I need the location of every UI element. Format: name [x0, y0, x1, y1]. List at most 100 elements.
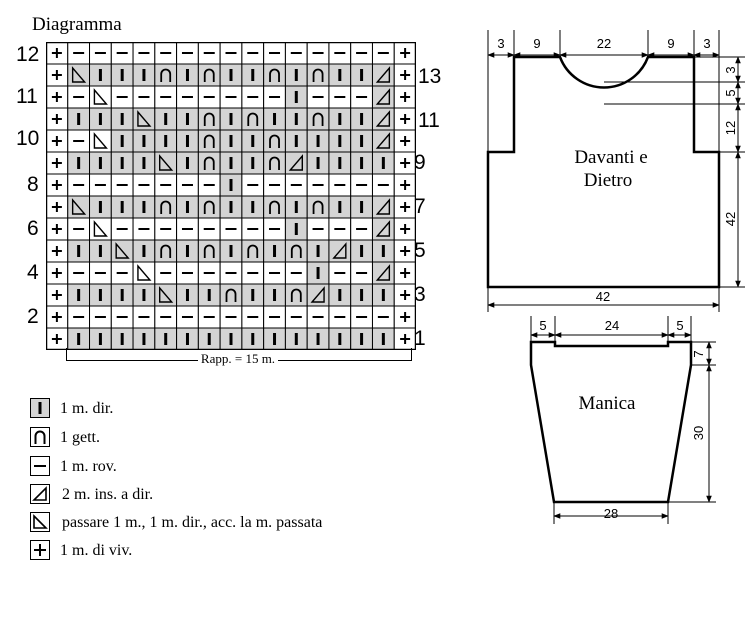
purl-mark [203, 52, 215, 54]
yarn-over-mark [203, 200, 215, 214]
purl-mark [116, 228, 128, 230]
row-number-right: 13 [418, 65, 442, 88]
purl-mark [312, 52, 324, 54]
skpo-mark [71, 198, 87, 215]
knit-mark [338, 333, 342, 345]
knit-mark [185, 333, 189, 345]
dim-label: 42 [723, 212, 738, 226]
knit-mark [229, 201, 233, 213]
k2tog-mark [310, 286, 325, 303]
dim-label: 12 [723, 121, 738, 135]
knit-mark [294, 91, 298, 103]
knit-mark [98, 113, 102, 125]
row-number-right: 9 [414, 151, 426, 174]
knit-mark [381, 333, 385, 345]
knit-mark [229, 245, 233, 257]
knit-mark [338, 135, 342, 147]
sleeve-schema: 5 24 5 28 7 30 Manica [529, 316, 716, 524]
yarn-over-mark [160, 68, 172, 82]
purl-mark [247, 184, 259, 186]
knit-mark [294, 135, 298, 147]
k2tog-mark [375, 220, 391, 237]
purl-mark [334, 96, 346, 98]
chart-border [46, 42, 416, 350]
purl-mark [225, 96, 237, 98]
purl-mark [377, 184, 389, 186]
knit-mark [360, 157, 364, 169]
selvage-icon [30, 540, 50, 560]
dim-label: 5 [676, 318, 683, 333]
purl-mark [94, 272, 106, 274]
purl-mark [138, 228, 150, 230]
row-number-left: 11 [16, 85, 38, 108]
purl-mark [160, 272, 172, 274]
row-number-right: 1 [414, 327, 426, 350]
knit-mark [142, 289, 146, 301]
yarn-over-mark [269, 134, 280, 148]
body-schema: 3 9 22 9 3 42 3 5 12 42 Davanti e Dietro [486, 30, 745, 312]
purl-mark [247, 52, 259, 54]
purl-mark [290, 184, 302, 186]
knit-mark [381, 157, 385, 169]
purl-mark [269, 52, 281, 54]
knit-mark [142, 157, 146, 169]
purl-mark [160, 316, 172, 318]
dim-label: 42 [596, 289, 610, 304]
knit-mark [185, 113, 189, 125]
dim-label: 3 [723, 66, 738, 73]
purl-mark [377, 316, 389, 318]
legend-label: 1 m. rov. [60, 458, 117, 475]
purl-mark [356, 96, 368, 98]
knit-mark [360, 113, 364, 125]
legend-label: 1 gett. [60, 429, 100, 446]
knit-mark [77, 289, 81, 301]
knit-mark [120, 113, 124, 125]
purl-mark [203, 272, 215, 274]
knit-mark [185, 201, 189, 213]
purl-icon [30, 456, 50, 476]
dim-label: 28 [604, 506, 618, 521]
row-number-left: 2 [27, 305, 39, 328]
k2tog-icon [30, 484, 50, 504]
yarn-over-mark [203, 68, 215, 82]
purl-mark [269, 228, 281, 230]
skpo-mark [93, 220, 108, 237]
purl-mark [94, 316, 106, 318]
purl-mark [160, 228, 172, 230]
yarn-over-icon [30, 427, 50, 447]
knit-mark [251, 289, 255, 301]
yarn-over-mark [312, 68, 324, 82]
knit-mark [338, 113, 342, 125]
knit-mark [185, 135, 189, 147]
purl-mark [203, 96, 215, 98]
repeat-label: Rapp. = 15 m. [197, 351, 279, 366]
knit-mark [185, 69, 189, 81]
yarn-over-mark [160, 200, 172, 214]
purl-mark [225, 316, 237, 318]
purl-mark [116, 316, 128, 318]
purl-mark [181, 52, 193, 54]
purl-mark [73, 316, 85, 318]
purl-mark [225, 228, 237, 230]
purl-mark [247, 96, 259, 98]
k2tog-mark [375, 88, 391, 105]
purl-mark [73, 96, 85, 98]
knit-mark [98, 333, 102, 345]
knit-mark [77, 245, 81, 257]
dim-label: 3 [703, 36, 710, 51]
legend-label: passare 1 m., 1 m. dir., acc. la m. pass… [62, 514, 323, 531]
knit-mark [164, 333, 168, 345]
knit-mark [251, 135, 255, 147]
knit-mark [360, 201, 364, 213]
purl-mark [269, 272, 281, 274]
yarn-over-mark [247, 112, 259, 126]
purl-mark [160, 184, 172, 186]
knit-mark [185, 289, 189, 301]
purl-mark [334, 316, 346, 318]
dim-label: 9 [667, 36, 674, 51]
body-label: Dietro [584, 170, 633, 191]
purl-mark [334, 52, 346, 54]
purl-mark [116, 52, 128, 54]
